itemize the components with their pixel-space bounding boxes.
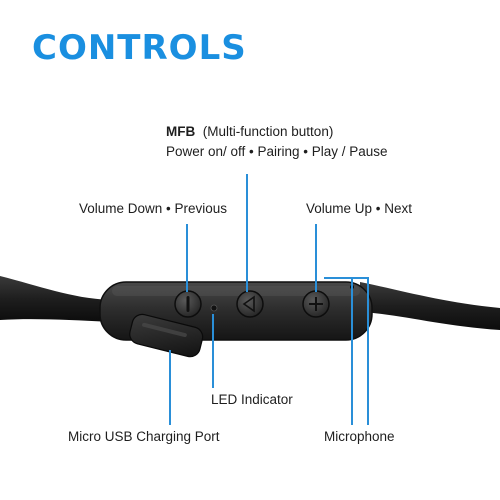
mfb-title: MFB xyxy=(166,124,196,139)
mfb-actions: Power on/ off • Pairing • Play / Pause xyxy=(166,144,388,159)
mfb-callout: MFB (Multi-function button) Power on/ of… xyxy=(166,122,388,162)
volume-down-button[interactable] xyxy=(174,290,202,318)
volume-down-label: Volume Down • Previous xyxy=(79,201,228,216)
mfb-heading: MFB (Multi-function button) xyxy=(166,122,388,142)
mfb-description: (Multi-function button) xyxy=(202,124,334,139)
usb-port-label: Micro USB Charging Port xyxy=(68,429,220,444)
volume-up-label: Volume Up • Next xyxy=(306,201,413,216)
microphone-label: Microphone xyxy=(324,429,395,444)
led-indicator xyxy=(210,304,218,312)
usb-port-cover xyxy=(129,313,204,358)
mfb-icon xyxy=(242,295,255,313)
cable-left xyxy=(0,276,110,322)
led-indicator-label: LED Indicator xyxy=(211,392,293,407)
callout-lines xyxy=(169,174,369,425)
plus-icon xyxy=(309,297,323,311)
mfb-button[interactable] xyxy=(236,290,264,318)
page-title: CONTROLS xyxy=(32,28,247,68)
volume-up-button[interactable] xyxy=(302,290,330,318)
cable-right xyxy=(360,282,500,330)
minus-icon xyxy=(186,296,190,312)
